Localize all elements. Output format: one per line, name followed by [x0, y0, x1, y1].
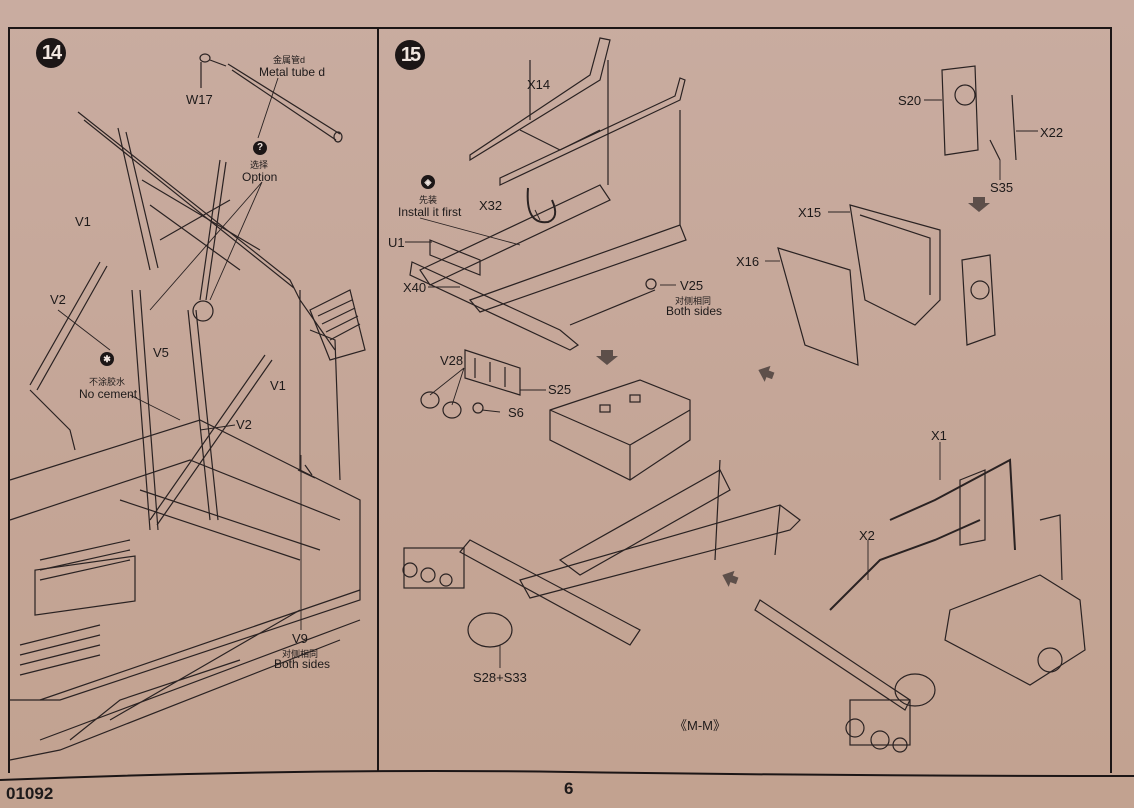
crane-frame-drawing — [77, 111, 366, 361]
part-label-v2-mid: V2 — [236, 417, 252, 432]
question-icon: ? — [253, 141, 267, 155]
part-label-s6: S6 — [508, 405, 524, 420]
part-label-x16: X16 — [736, 254, 760, 269]
v25-both-sides-en: Both sides — [666, 304, 723, 318]
page-frame — [8, 27, 1112, 773]
chassis-mid-drawing — [402, 459, 801, 648]
both-sides-label-en: Both sides — [274, 657, 331, 671]
no-cement-label-cn: 不涂胶水 — [89, 377, 126, 387]
x32-handle-drawing — [526, 187, 557, 224]
part-label-v1-right: V1 — [270, 378, 286, 393]
no-glue-icon: ✱ — [100, 352, 114, 366]
metal-tube-drawing — [199, 53, 343, 143]
part-label-v5: V5 — [153, 345, 169, 360]
part-label-x2: X2 — [859, 528, 875, 543]
platform-chassis-drawing — [9, 419, 361, 761]
part-label-x40: X40 — [403, 280, 427, 295]
part-label-x14: X14 — [527, 77, 551, 92]
option-label-en: Option — [242, 170, 278, 184]
arrow-down-icon — [596, 350, 618, 365]
part-label-u1: U1 — [388, 235, 405, 250]
v25-both-sides-cn: 对侧相同 — [675, 296, 712, 306]
part-label-s28-s33: S28+S33 — [473, 670, 527, 685]
metal-tube-label-en: Metal tube d — [259, 65, 326, 79]
bumper-bracket-drawing — [420, 349, 521, 419]
part-label-x32: X32 — [479, 198, 503, 213]
x14-frame-drawing — [469, 37, 686, 225]
part-label-v9: V9 — [292, 631, 308, 646]
step-14-badge: 14 — [36, 38, 66, 68]
battery-box-drawing — [549, 379, 691, 481]
no-cement-label-en: No cement — [79, 387, 138, 401]
leader-lines — [57, 77, 1038, 668]
final-assembly-drawing — [754, 458, 1086, 753]
view-label-m-m: 《M-M》 — [674, 718, 726, 733]
part-label-v2-left: V2 — [50, 292, 66, 307]
s20-panel-drawing — [941, 65, 1017, 161]
both-sides-label-cn: 对侧相同 — [282, 649, 319, 659]
install-first-label-en: Install it first — [398, 205, 462, 219]
metal-tube-label-cn: 金属管d — [273, 55, 306, 65]
arrow-left-icon — [758, 365, 775, 382]
part-label-s25: S25 — [548, 382, 572, 397]
part-label-x22: X22 — [1040, 125, 1064, 140]
install-first-icon: ◈ — [421, 175, 435, 189]
bottom-border — [0, 770, 1134, 781]
page-number: 6 — [564, 779, 574, 798]
step-divider — [377, 27, 379, 772]
part-label-s20: S20 — [898, 93, 922, 108]
option-label-cn: 选择 — [250, 160, 269, 170]
x15-box-drawing — [777, 204, 996, 366]
part-label-v28: V28 — [440, 353, 464, 368]
part-label-w17: W17 — [186, 92, 213, 107]
install-first-label-cn: 先装 — [419, 195, 438, 205]
arrow-left-icon — [722, 570, 739, 587]
arrow-down-icon — [968, 197, 990, 212]
part-label-x15: X15 — [798, 205, 822, 220]
part-label-v1-top: V1 — [75, 214, 91, 229]
part-label-v25: V25 — [680, 278, 704, 293]
kit-code: 01092 — [6, 784, 54, 803]
chassis-rails-step15 — [409, 184, 687, 351]
part-label-s35: S35 — [990, 180, 1014, 195]
v2-rods-drawing — [29, 261, 341, 531]
part-label-x1: X1 — [931, 428, 947, 443]
step-15-badge: 15 — [395, 40, 425, 70]
